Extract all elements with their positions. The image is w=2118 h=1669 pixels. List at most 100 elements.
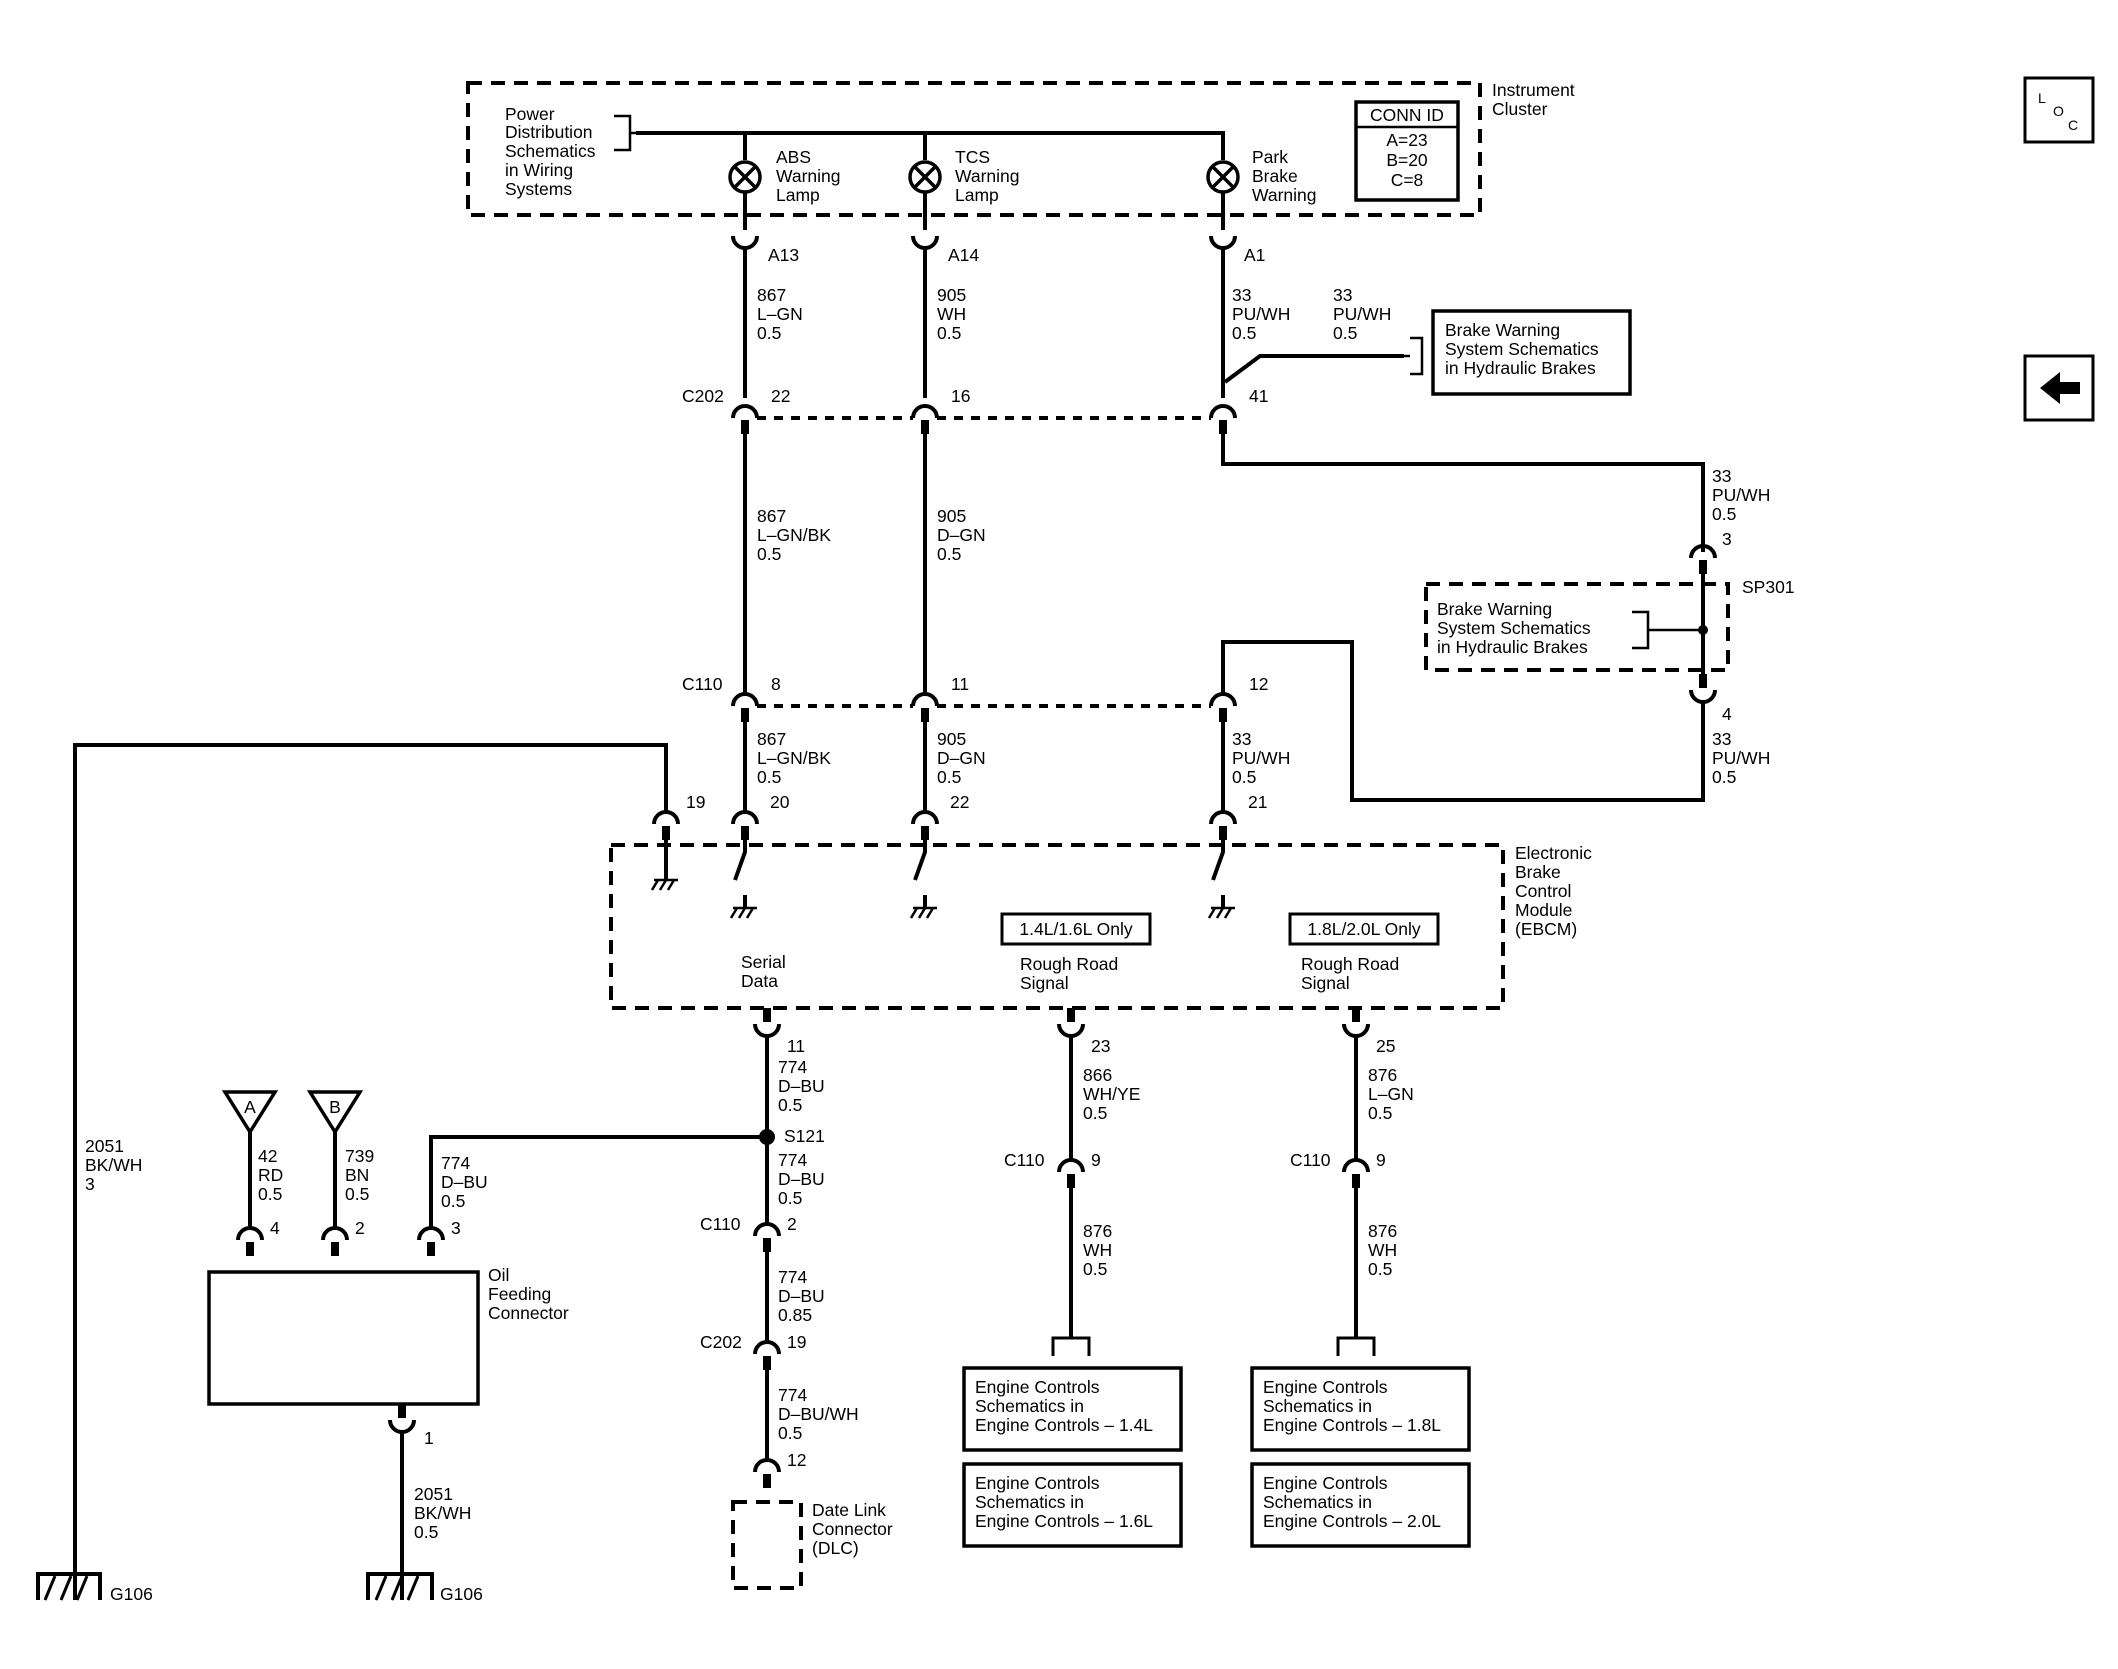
abs-lamp-label-1: ABS (776, 147, 811, 167)
wire-876-b2-1: 876 (1368, 1221, 1397, 1241)
cluster-title-1: Instrument (1492, 80, 1575, 100)
c202-pin-41: 41 (1249, 386, 1268, 406)
rough-b-c110-label: C110 (1290, 1150, 1331, 1170)
ebcm-title-4: Module (1515, 900, 1572, 920)
park-lamp-label-2: Brake (1252, 166, 1298, 186)
wire-739-2: BN (345, 1165, 369, 1185)
engine-ref-a2-2: Schematics in (975, 1492, 1084, 1512)
option-b-box (1288, 912, 1440, 946)
power-ref-bracket (614, 114, 636, 152)
power-ref-3: Schematics (505, 141, 596, 161)
oil-label-1: Oil (488, 1265, 509, 1285)
oil-connector-pins (236, 1226, 445, 1256)
c202-connector (731, 404, 1237, 434)
conn-id-box (1354, 100, 1460, 202)
splice-pack-b-icon (306, 1090, 364, 1136)
wire-905-b-2: D–GN (937, 525, 986, 545)
ebcm-serial-label-2: Data (741, 971, 778, 991)
back-button[interactable] (2023, 354, 2095, 422)
rough-a-label-2: Signal (1020, 973, 1069, 993)
dlc-label-1: Date Link (812, 1500, 886, 1520)
oil-pin-3: 3 (451, 1218, 461, 1238)
ebcm-box (609, 843, 1505, 1010)
wire-2051-oil-2: BK/WH (414, 1503, 471, 1523)
brake-ref-top-1: Brake Warning (1445, 320, 1560, 340)
engine-ref-1-8l-box (1250, 1366, 1471, 1452)
c110-pin-8: 8 (771, 674, 781, 694)
dlc-label-3: (DLC) (812, 1538, 859, 1558)
abs-lamp-label-2: Warning (776, 166, 841, 186)
wire-867-c-3: 0.5 (757, 767, 781, 787)
park-brake-warning-lamp (1206, 160, 1240, 194)
abs-lamp-label-3: Lamp (776, 185, 820, 205)
engine-ref-a1-2: Schematics in (975, 1396, 1084, 1416)
wire-774-3-2: D–BU (778, 1286, 825, 1306)
splice-pack-b-label: B (329, 1097, 341, 1117)
engine-ref-2-0l-box (1250, 1462, 1471, 1548)
wire-867-c-1: 867 (757, 729, 786, 749)
rough-a-c110-pin (1057, 1158, 1085, 1173)
wire-774-2-1: 774 (778, 1150, 807, 1170)
wire-33-sp-1: 33 (1712, 466, 1731, 486)
brake-ref-top-2: System Schematics (1445, 339, 1599, 359)
wire-33-c-2: PU/WH (1232, 748, 1290, 768)
wire-33-a-3: 0.5 (1232, 323, 1256, 343)
serial-c202-label: C202 (700, 1332, 742, 1352)
ground-g106-left-icon (36, 1572, 102, 1601)
sp301-pin-3 (1689, 544, 1717, 559)
wire-905-b-3: 0.5 (937, 544, 961, 564)
wire-867-b-2: L–GN/BK (757, 525, 831, 545)
wire-774-3-3: 0.85 (778, 1305, 812, 1325)
wire-33-sp-out-2: PU/WH (1712, 748, 1770, 768)
c110-label: C110 (682, 674, 723, 694)
wire-33-a-1: 33 (1232, 285, 1251, 305)
instrument-cluster-box (466, 81, 1482, 217)
wire-739-3: 0.5 (345, 1184, 369, 1204)
wire-2051-left-2: BK/WH (85, 1155, 142, 1175)
oil-label-2: Feeding (488, 1284, 551, 1304)
sp301-box (1424, 582, 1730, 672)
tcs-lamp-label-3: Lamp (955, 185, 999, 205)
wire-774-1-3: 0.5 (778, 1095, 802, 1115)
back-arrow-icon (2040, 372, 2080, 404)
abs-warning-lamp (728, 160, 762, 194)
loc-button[interactable]: L O C (2023, 76, 2095, 144)
wire-866-3: 0.5 (1083, 1103, 1107, 1123)
wire-33-sp-2: PU/WH (1712, 485, 1770, 505)
power-bus (636, 131, 1225, 160)
loc-letter-c: C (2068, 117, 2078, 133)
wire-774-3-1: 774 (778, 1267, 807, 1287)
wire-905-a-1: 905 (937, 285, 966, 305)
wire-774-2-2: D–BU (778, 1169, 825, 1189)
oil-pin-2: 2 (355, 1218, 365, 1238)
oil-label-3: Connector (488, 1303, 569, 1323)
wire-905-a-3: 0.5 (937, 323, 961, 343)
wire-876-b1-2: L–GN (1368, 1084, 1414, 1104)
wire-905-a-2: WH (937, 304, 966, 324)
ebcm-ground-symbols (650, 878, 1235, 919)
oil-pin-1-label: 1 (424, 1428, 434, 1448)
rough-a-c110-pin-label: 9 (1091, 1150, 1101, 1170)
engine-ref-b2-2: Schematics in (1263, 1492, 1372, 1512)
wire-867-a-1: 867 (757, 285, 786, 305)
wire-774-oil-2: D–BU (441, 1172, 488, 1192)
dlc-pin-label: 12 (787, 1450, 806, 1470)
wire-2051-oil-3: 0.5 (414, 1522, 438, 1542)
serial-c110-pin-label: 2 (787, 1214, 797, 1234)
ebcm-title-1: Electronic (1515, 843, 1592, 863)
oil-feeding-connector-box (207, 1270, 480, 1406)
engine-ref-a2-1: Engine Controls (975, 1473, 1100, 1493)
serial-c110-pin (753, 1222, 781, 1237)
c110-pin-11: 11 (951, 674, 969, 694)
wire-876-a-1: 876 (1083, 1221, 1112, 1241)
ebcm-input-pins (652, 810, 1237, 840)
brake-ref-sp-3: in Hydraulic Brakes (1437, 637, 1588, 657)
wire-774-2-3: 0.5 (778, 1188, 802, 1208)
sp301-pin-3-label: 3 (1722, 529, 1732, 549)
option-a-label: 1.4L/1.6L Only (1019, 919, 1132, 939)
wire-867-b-3: 0.5 (757, 544, 781, 564)
wire-876-a-2: WH (1083, 1240, 1112, 1260)
wire-33-branch-1: 33 (1333, 285, 1352, 305)
c202-pin-22: 22 (771, 386, 790, 406)
wire-2051-oil-1: 2051 (414, 1484, 453, 1504)
